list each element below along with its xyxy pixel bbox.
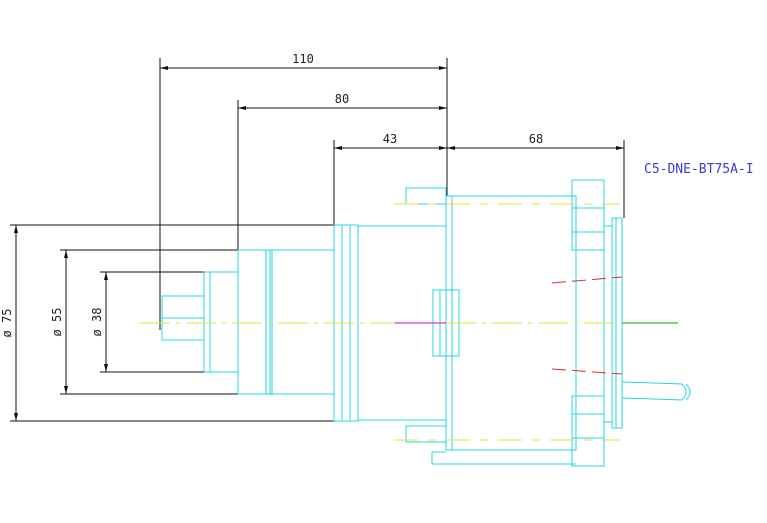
dimension-dia-38-label: ø 38 <box>90 308 104 337</box>
dimension-dia-75-label: ø 75 <box>0 309 14 338</box>
dimension-dia-55-label: ø 55 <box>50 308 64 337</box>
part-number-label: C5-DNE-BT75A-I <box>644 162 754 177</box>
dimension-43-label: 43 <box>383 132 397 146</box>
dimension-dia-38: ø 38 <box>90 271 220 373</box>
hidden-lines <box>551 276 623 375</box>
part-outline <box>161 179 691 467</box>
dimension-68-label: 68 <box>529 132 543 146</box>
dimension-80: 80 <box>237 92 447 260</box>
dimension-80-label: 80 <box>335 92 349 106</box>
dimension-110-label: 110 <box>292 52 314 66</box>
output-shaft <box>621 381 691 401</box>
horizontal-dimensions: 110 80 43 68 <box>159 52 625 330</box>
bolt-heads <box>571 179 605 467</box>
dimension-68: 68 <box>446 58 625 218</box>
diameter-dimensions: ø 75 ø 55 ø 38 <box>0 224 334 422</box>
center-lines <box>140 203 678 441</box>
dimension-110: 110 <box>159 52 447 330</box>
dimension-43: 43 <box>333 132 447 226</box>
dimension-dia-75: ø 75 <box>0 224 334 422</box>
